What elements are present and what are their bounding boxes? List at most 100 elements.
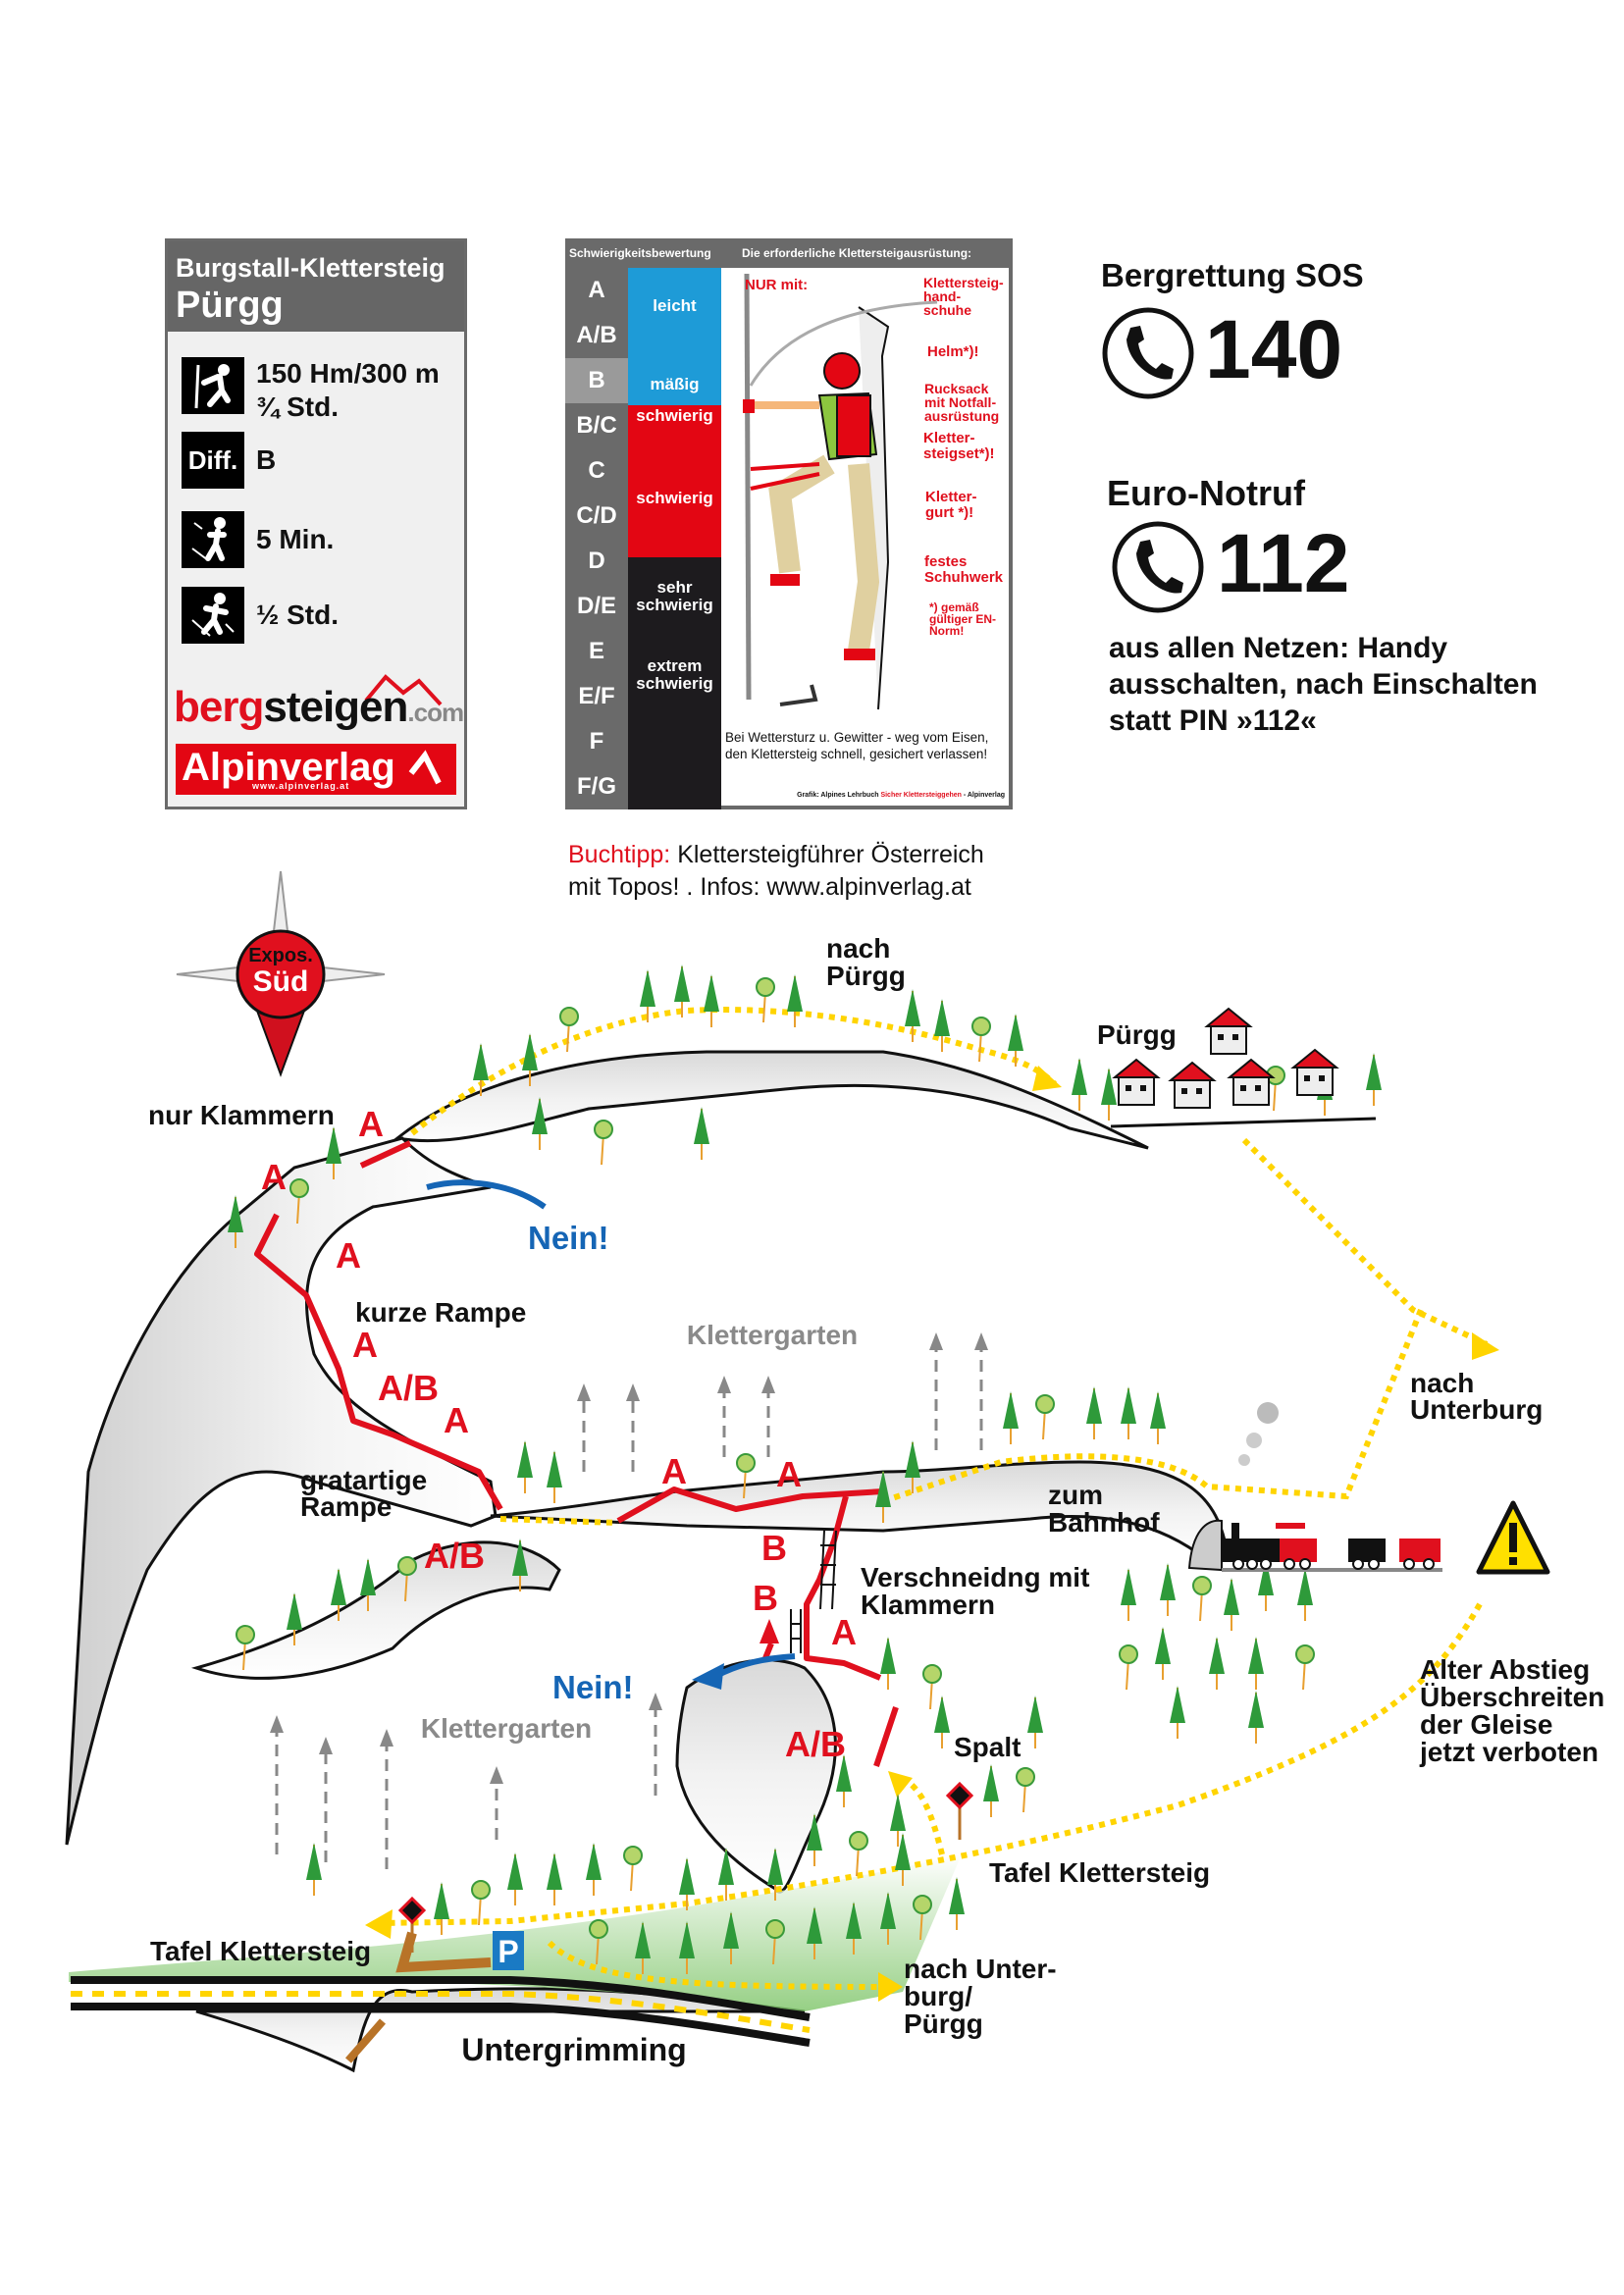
svg-text:der Gleise: der Gleise: [1420, 1709, 1552, 1740]
conifer-tree-icon: [228, 1195, 243, 1248]
conifer-tree-icon: [1224, 1578, 1239, 1631]
band-leicht: leicht mäßig: [628, 268, 721, 405]
route-title: Burgstall-Klettersteig: [176, 253, 445, 283]
conifer-tree-icon: [522, 1033, 538, 1086]
stat-difficulty: Diff. B: [182, 432, 456, 491]
svg-text:Klammern: Klammern: [861, 1590, 995, 1620]
puergg-houses: [1112, 1007, 1339, 1109]
conifer-tree-icon: [836, 1754, 852, 1807]
svg-text:Überschreiten: Überschreiten: [1420, 1682, 1604, 1712]
conifer-tree-icon: [635, 1921, 651, 1974]
ascent-hiker-icon: [182, 511, 244, 568]
grade-e-f: E/F: [578, 683, 615, 709]
conifer-tree-icon: [640, 969, 655, 1022]
grade-f-g: F/G: [577, 773, 616, 800]
weather-warning: Bei Wettersturz u. Gewitter - weg vom Ei…: [725, 730, 989, 761]
parking-label: P: [498, 1934, 518, 1969]
label-nach-unterburg: nach: [1410, 1368, 1474, 1398]
conifer-tree-icon: [934, 999, 950, 1052]
house-icon: [1290, 1048, 1339, 1096]
graphic-credit: Grafik: Alpines Lehrbuch Sicher Kletters…: [797, 792, 1005, 799]
rock-formations: [65, 1050, 1377, 2073]
via-ferrata-route: [254, 1140, 899, 1767]
deciduous-tree-icon: [756, 977, 775, 1023]
klettergarten-arrow-icon: [577, 1383, 591, 1472]
deciduous-tree-icon: [397, 1556, 417, 1602]
conifer-tree-icon: [767, 1848, 783, 1901]
label-verschneidung: Verschneidng mit: [861, 1562, 1089, 1592]
klettergarten-arrow-icon: [380, 1729, 393, 1869]
label-nur-klammern: nur Klammern: [148, 1100, 335, 1130]
puergg-baseline: [1110, 1117, 1377, 1128]
conifer-tree-icon: [983, 1764, 999, 1817]
conifer-tree-icon: [1155, 1627, 1171, 1680]
conifer-tree-icon: [1160, 1563, 1176, 1616]
equip-shoes: festes Schuhwerk: [924, 553, 1004, 586]
house-icon: [1168, 1061, 1217, 1109]
conifer-tree-icon: [704, 974, 719, 1027]
equip-harness: Kletter-gurt *)!: [925, 489, 977, 521]
conifer-tree-icon: [1209, 1637, 1225, 1690]
grade-marks: A A A A A/B A A A B B A A/B A/B: [261, 1104, 857, 1764]
conifer-tree-icon: [1366, 1053, 1382, 1106]
conifer-tree-icon: [331, 1568, 346, 1621]
book-tip: Buchtipp: Klettersteigführer Österreich …: [568, 841, 984, 901]
difficulty-badge: Diff.: [182, 432, 244, 489]
label-untergrimming: Untergrimming: [461, 2032, 686, 2067]
path-arrowheads: [365, 1066, 1499, 2002]
svg-text:A/B: A/B: [378, 1368, 439, 1408]
house-icon: [1112, 1058, 1161, 1106]
deciduous-tree-icon: [594, 1120, 613, 1166]
band-schwierig: schwierig schwierig: [628, 405, 721, 557]
conifer-tree-icon: [880, 1637, 896, 1690]
klettergarten-arrow-icon: [929, 1332, 943, 1450]
label-klettergarten-bottom: Klettergarten: [421, 1713, 592, 1744]
equip-helmet: Helm*)!: [927, 343, 979, 360]
conifer-tree-icon: [846, 1902, 862, 1955]
pillar-rock: [675, 1658, 837, 1894]
conifer-tree-icon: [507, 1852, 523, 1905]
svg-text:jetzt verboten: jetzt verboten: [1419, 1737, 1598, 1767]
climber-illustration: [743, 273, 938, 710]
alpinverlag-logo: Alpinverlag www.alpinverlag.at: [176, 744, 456, 795]
conifer-tree-icon: [1170, 1686, 1185, 1739]
stat-descent: ½ Std.: [182, 587, 456, 646]
conifer-tree-icon: [679, 1921, 695, 1974]
band-sehr-extrem: sehr schwierig extrem schwierig: [628, 557, 721, 809]
conifer-tree-icon: [1101, 1068, 1117, 1121]
conifer-tree-icon: [674, 965, 690, 1017]
conifer-tree-icon: [895, 1833, 911, 1886]
euro-emergency-number: 112: [1217, 517, 1350, 609]
ledge-rock: [490, 1460, 1229, 1562]
svg-text:A: A: [358, 1104, 384, 1144]
conifer-tree-icon: [679, 1857, 695, 1910]
svg-text:A: A: [352, 1325, 378, 1365]
conifer-tree-icon: [787, 974, 803, 1027]
equip-set: Kletter-steigset*)!: [923, 430, 995, 462]
route-place: Pürgg: [176, 285, 284, 326]
svg-text:A/B: A/B: [424, 1536, 485, 1576]
klettergarten-arrow-icon: [649, 1693, 662, 1796]
conifer-tree-icon: [1248, 1637, 1264, 1690]
label-nach-unterburg-puergg: nach Unter-: [904, 1954, 1057, 1984]
conifer-tree-icon: [875, 1470, 891, 1523]
map-labels: nach Pürgg Pürgg nur Klammern Nein! kurz…: [148, 933, 1604, 2067]
conifer-tree-icon: [1121, 1568, 1136, 1621]
deciduous-tree-icon: [589, 1919, 608, 1965]
deciduous-tree-icon: [623, 1846, 643, 1892]
svg-text:A: A: [776, 1454, 802, 1494]
equipment-illustration: NUR mit: Klettersteig-hand-schuhe Helm*)…: [721, 268, 1009, 806]
svg-text:B: B: [753, 1578, 778, 1618]
conifer-tree-icon: [949, 1877, 965, 1930]
conifer-tree-icon: [718, 1848, 734, 1901]
conifer-tree-icon: [287, 1592, 302, 1645]
deciduous-tree-icon: [1035, 1394, 1055, 1440]
conifer-tree-icon: [723, 1911, 739, 1964]
forbidden-arrowhead: [692, 1663, 724, 1690]
deciduous-tree-icon: [849, 1831, 868, 1877]
grade-d: D: [588, 548, 605, 574]
route-direction-arrow: [760, 1619, 779, 1643]
conifer-tree-icon: [512, 1539, 528, 1591]
klettergarten-arrow-icon: [626, 1383, 640, 1472]
